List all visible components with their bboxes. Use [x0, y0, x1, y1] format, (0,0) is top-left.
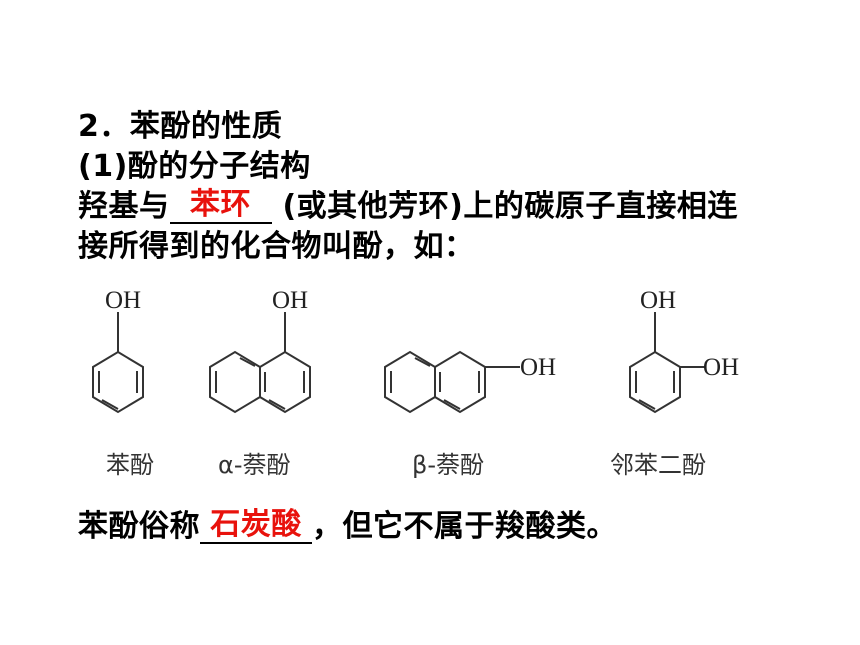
caption-alpha-naphthol: α-萘酚 — [218, 451, 291, 479]
heading-text: 2．苯酚的性质 — [78, 109, 283, 144]
structure-beta-naphthol: OH — [370, 282, 570, 432]
subsection-heading: (1)酚的分子结构 — [78, 148, 311, 186]
structure-catechol: OH OH — [600, 282, 760, 432]
answer-aromatic-ring: 苯环 — [190, 187, 251, 222]
section-heading: 2．苯酚的性质 — [78, 108, 282, 146]
structure-phenol: OH — [80, 282, 190, 432]
catechol-oh-label-right: OH — [703, 354, 739, 381]
caption-phenol: 苯酚 — [106, 451, 154, 479]
beta-naphthol-structure-diagram: OH — [384, 350, 556, 414]
alpha-naphthol-structure-diagram: OH — [209, 287, 311, 414]
beta-naphthol-oh-label: OH — [520, 354, 556, 381]
structure-alpha-naphthol: OH — [195, 282, 345, 432]
answer-carbolic-acid: 石炭酸 — [210, 507, 302, 542]
definition-line-1: 羟基与苯环 (或其他芳环)上的碳原子直接相连 — [78, 188, 738, 226]
phenol-structure-diagram: OH — [92, 287, 144, 414]
caption-beta-naphthol: β-萘酚 — [412, 451, 484, 479]
common-name-prefix: 苯酚俗称 — [78, 509, 200, 544]
caption-catechol: 邻苯二酚 — [610, 451, 706, 479]
catechol-structure-diagram: OH OH — [629, 287, 739, 414]
definition-line2-text: 接所得到的化合物叫酚，如： — [78, 229, 475, 264]
catechol-oh-label-top: OH — [640, 287, 676, 314]
answer-blank-aromatic-ring: 苯环 — [169, 187, 272, 224]
definition-prefix: 羟基与 — [78, 189, 170, 224]
subheading-text: (1)酚的分子结构 — [78, 149, 311, 184]
phenol-oh-label: OH — [105, 287, 141, 314]
answer-blank-carbolic-acid: 石炭酸 — [200, 508, 312, 544]
common-name-line: 苯酚俗称石炭酸 ，但它不属于羧酸类。 — [78, 508, 617, 546]
definition-line-2: 接所得到的化合物叫酚，如： — [78, 228, 475, 266]
alpha-naphthol-oh-label: OH — [272, 287, 308, 314]
definition-suffix: (或其他芳环)上的碳原子直接相连 — [271, 189, 738, 224]
common-name-suffix: ，但它不属于羧酸类。 — [312, 509, 617, 544]
